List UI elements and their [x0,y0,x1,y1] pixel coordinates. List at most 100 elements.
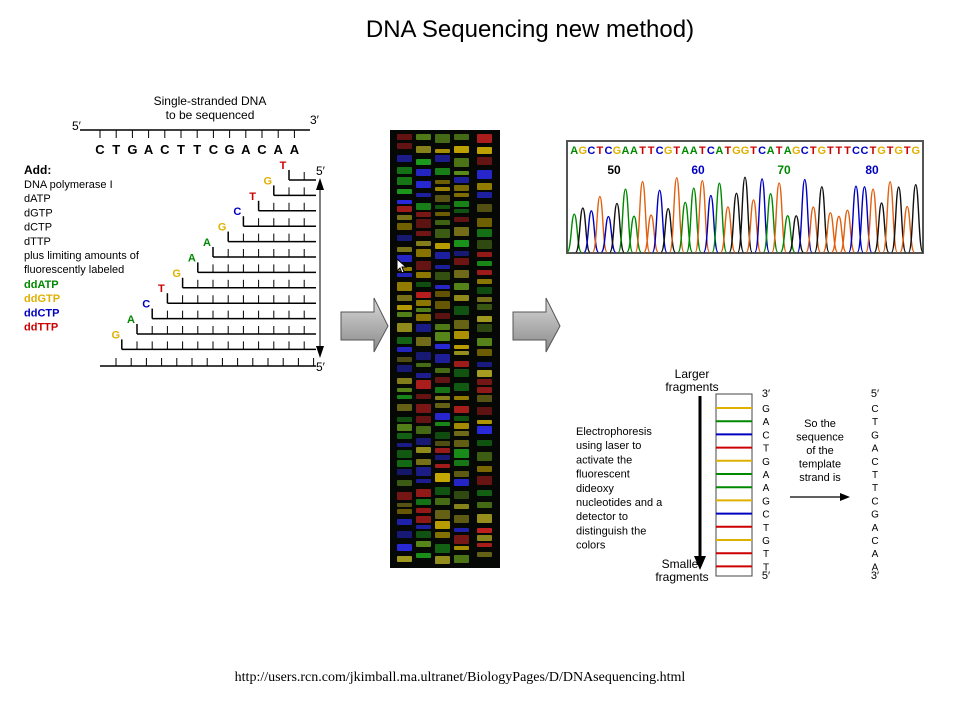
conclusion-arrow-head [840,493,850,501]
gel-band [454,431,469,436]
called-base: A [767,145,775,157]
called-base: G [877,145,886,157]
gel-band [477,426,492,434]
called-base: G [911,145,920,157]
sequencing-gel-image [390,130,500,568]
gel-band [477,192,492,198]
gel-band [435,387,450,393]
gel-band [454,515,469,523]
gel-band [416,525,431,529]
terminating-base: A [188,252,196,264]
called-base: G [741,145,750,157]
template-base: C [871,536,878,547]
description-line: colors [576,540,606,552]
template-base: A [290,142,300,157]
gel-band [397,347,412,352]
called-base: C [861,145,869,157]
called-base: G [579,145,588,157]
template-base: T [112,142,120,157]
gel-band [454,240,469,247]
gel-band [397,215,412,220]
gel-band [435,368,450,373]
gel-band [477,395,492,402]
heading-line-1: Single-stranded DNA [154,94,267,108]
gel-band [454,306,469,315]
called-base: C [587,145,595,157]
gel-band [454,491,469,499]
gel-band [435,532,450,538]
gel-band [454,146,469,153]
called-base: C [604,145,612,157]
template-base: A [274,142,284,157]
gel-band [416,426,431,434]
gel-band [454,528,469,532]
called-base: T [844,145,851,157]
gel-band [477,270,492,275]
gel-band [477,316,492,322]
read-base: T [763,549,769,560]
gel-band [454,406,469,413]
gel-band [397,312,412,317]
template-base: A [872,549,879,560]
gel-band [397,492,412,500]
called-base: C [707,145,715,157]
gel-band [435,149,450,153]
terminating-base: C [233,206,241,218]
mouse-cursor-icon [396,258,408,274]
gel-band [435,272,450,280]
terminating-base: T [249,191,256,203]
template-base: A [872,562,879,573]
gel-band [435,229,450,238]
description-line: Electrophoresis [576,426,652,438]
dideoxy-line: ddCTP [24,307,59,319]
gel-band [477,297,492,302]
gel-band [416,459,431,465]
read-base: G [762,496,770,507]
gel-band [435,180,450,184]
called-base: T [827,145,834,157]
gel-band [454,351,469,355]
gel-band [435,187,450,191]
gel-band [397,189,412,194]
gel-band [397,200,412,204]
migration-arrow-head [694,556,706,570]
trace-peak [634,180,651,253]
template-label-bottom: 3′ [871,570,879,582]
gel-band [454,555,469,563]
position-label: 80 [865,163,879,177]
conclusion-line: So the [804,418,836,430]
gel-band [477,490,492,496]
gel-band [416,416,431,423]
conclusion-line: template [799,459,841,471]
gel-band [454,158,469,167]
gel-band [397,206,412,212]
gel-band [477,261,492,266]
terminating-base: A [203,237,211,249]
electrophoresis-detection-diagram: Larger fragments Smaller fragments Elect… [576,367,879,584]
gel-band [477,252,492,257]
called-base: T [750,145,757,157]
gel-band [397,503,412,507]
smaller-fragments-label-1: Smaller [662,557,703,571]
conclusion-line: strand is [799,472,841,484]
reagent-line: DNA polymerase I [24,179,113,191]
called-base: G [818,145,827,157]
gel-band [454,345,469,349]
gel-band [416,272,431,278]
trace-peak [771,182,787,253]
gel-band [416,181,431,188]
template-base: C [871,496,878,507]
read-label-bottom: 5′ [762,570,770,582]
called-base: A [570,145,578,157]
template-base: C [871,457,878,468]
called-base: T [776,145,783,157]
dideoxy-line: ddATP [24,279,59,291]
called-base: T [639,145,646,157]
reagent-line: plus limiting amounts of [24,250,140,262]
called-base: C [801,145,809,157]
gel-band [454,383,469,391]
gel-band [454,416,469,421]
trace-peak [908,183,924,253]
gel-band [435,195,450,202]
